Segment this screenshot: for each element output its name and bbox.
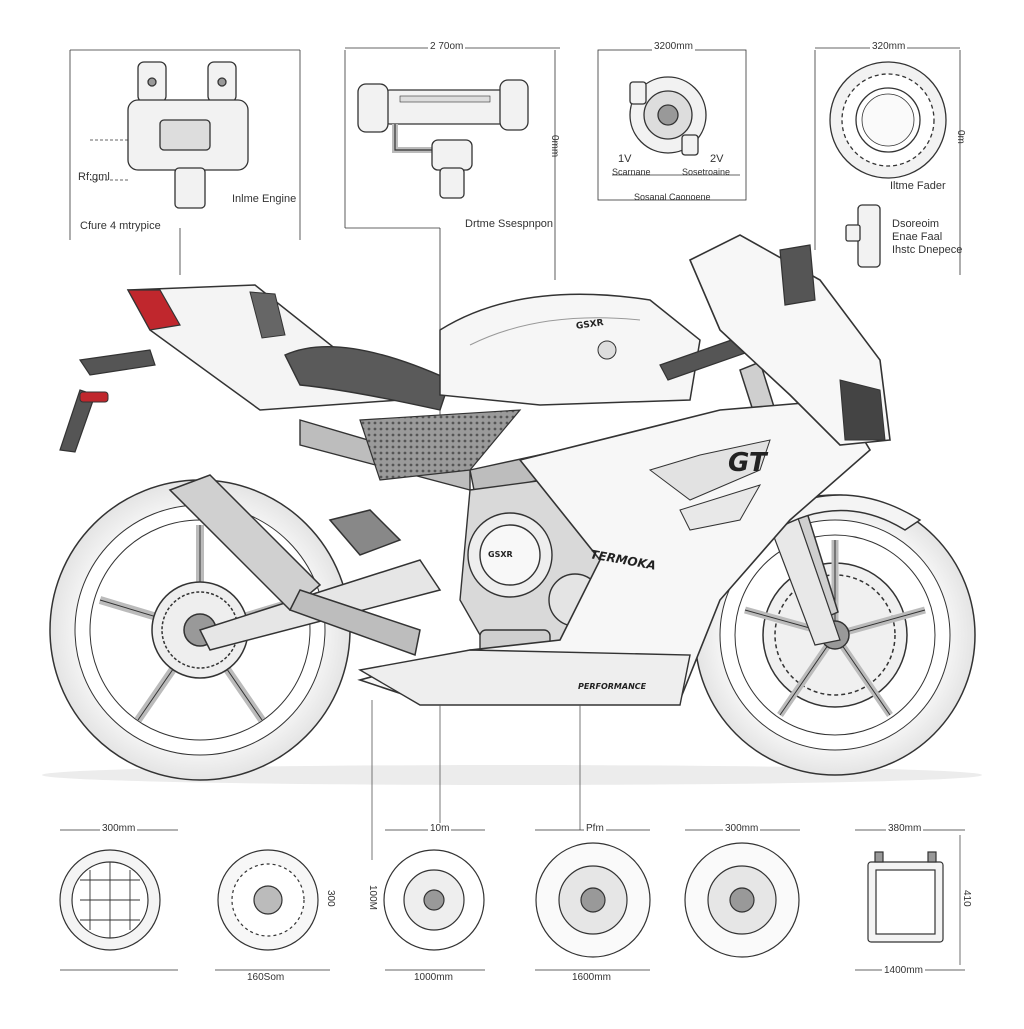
bottom-part-2 (215, 849, 330, 971)
bottom-part-4 (535, 829, 651, 971)
bottom-1-top-dim: 300mm (100, 823, 138, 834)
hub-sub-b: Sosetroaine (682, 167, 731, 177)
hub-right-mark: 2V (710, 153, 724, 165)
leader-lines (371, 700, 581, 860)
bottom-5-top-dim: 300mm (723, 823, 761, 834)
engine-cover-decal: GSXR (488, 550, 513, 559)
ring-note-3: Ihstc Dnepece (892, 244, 963, 256)
engine-block-part (69, 49, 301, 275)
bottom-6-side-dim: 410 (961, 890, 972, 907)
bottom-4-top-dim: Pfm (584, 823, 606, 834)
ring-label: Iltme Fader (890, 180, 946, 192)
ring-dim: 320mm (870, 41, 908, 52)
ring-side-dim: 0m (955, 130, 966, 144)
suspension-side-dim: 0mm (549, 135, 560, 158)
suspension-label: Drtme Ssespnpon (465, 218, 554, 230)
bottom-part-6 (855, 829, 965, 971)
bottom-part-5 (684, 829, 800, 958)
ring-note-2: Enae Faal (892, 231, 943, 243)
engine-left-label: Rf:gml (78, 171, 110, 183)
bottom-2-side-dim: 300 (325, 890, 336, 907)
bottom-6-top-dim: 380mm (886, 823, 924, 834)
fuel-tank (439, 293, 701, 406)
hub-sub-a: Scarnane (612, 167, 651, 177)
bottom-parts (59, 829, 965, 971)
bottom-4-bottom-dim: 1600mm (570, 972, 613, 983)
bottom-part-1 (59, 829, 178, 971)
bottom-3-side-dim: 100M (367, 885, 378, 911)
bottom-3-bottom-dim: 1000mm (412, 972, 455, 983)
ring-note-1: Dsoreoim (892, 218, 940, 230)
hub-caption: Sosanal Caonoene (634, 192, 711, 202)
exhaust (168, 474, 421, 657)
fairing-number: GT (728, 448, 767, 478)
upper-fairing (688, 234, 891, 446)
lower-decal: PERFORMANCE (578, 682, 647, 691)
hub-left-mark: 1V (618, 153, 632, 165)
bottom-part-3 (383, 829, 485, 971)
engine-sub-label: Cfure 4 mtrypice (80, 220, 161, 232)
ring-part (814, 47, 961, 275)
hub-part (597, 49, 747, 201)
engine-label: Inlme Engine (232, 193, 297, 205)
bottom-3-top-dim: 10m (428, 823, 452, 834)
bottom-2-bottom-dim: 160Som (245, 972, 287, 983)
suspension-dim: 2 70om (428, 41, 466, 52)
bottom-6-bottom-dim: 1400mm (882, 965, 925, 976)
hub-dim: 3200mm (652, 41, 695, 52)
motorcycle (42, 234, 982, 785)
